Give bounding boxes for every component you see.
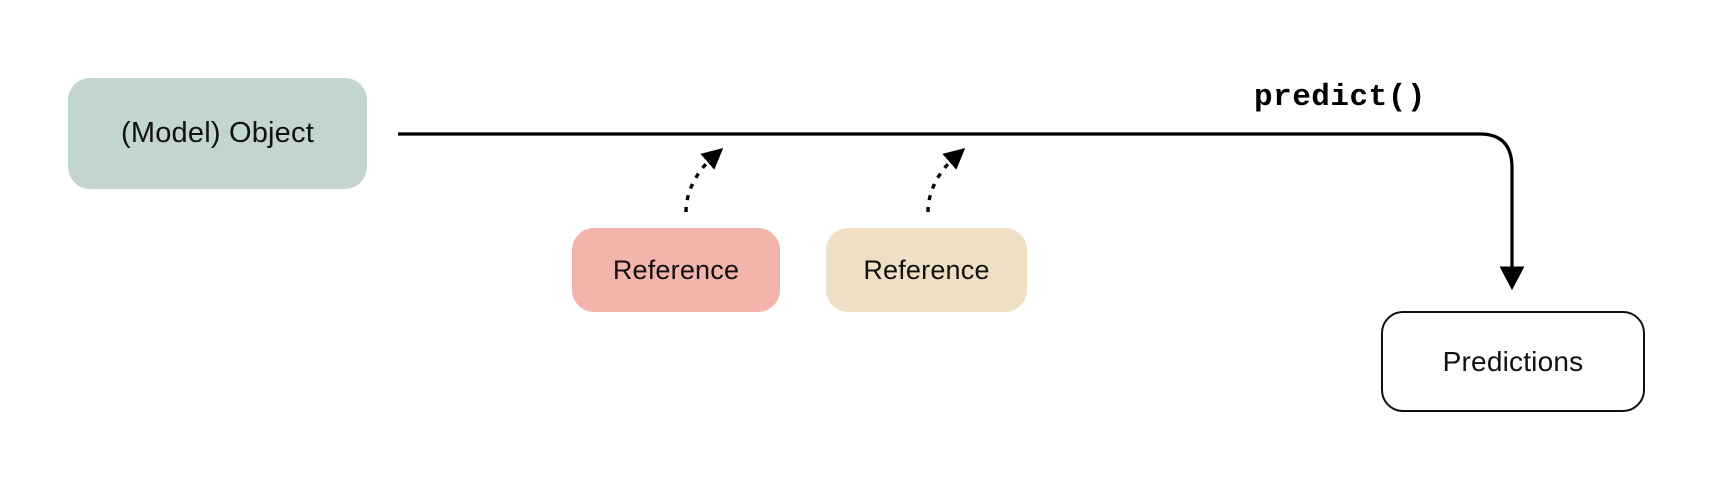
predictions-node[interactable]: Predictions xyxy=(1381,311,1645,412)
reference-primary-dashed-arrow xyxy=(684,147,724,213)
model-object-label: (Model) Object xyxy=(121,117,314,149)
reference-secondary-node[interactable]: Reference xyxy=(826,228,1027,312)
model-object-node[interactable]: (Model) Object xyxy=(68,78,367,189)
predictions-label: Predictions xyxy=(1442,345,1584,377)
reference-secondary-dashed-arrow xyxy=(926,147,966,213)
reference-primary-label: Reference xyxy=(612,254,740,285)
reference-primary-node[interactable]: Reference xyxy=(572,228,780,312)
reference-secondary-label: Reference xyxy=(863,254,990,285)
predict-call-edge-label: predict() xyxy=(1254,80,1426,115)
